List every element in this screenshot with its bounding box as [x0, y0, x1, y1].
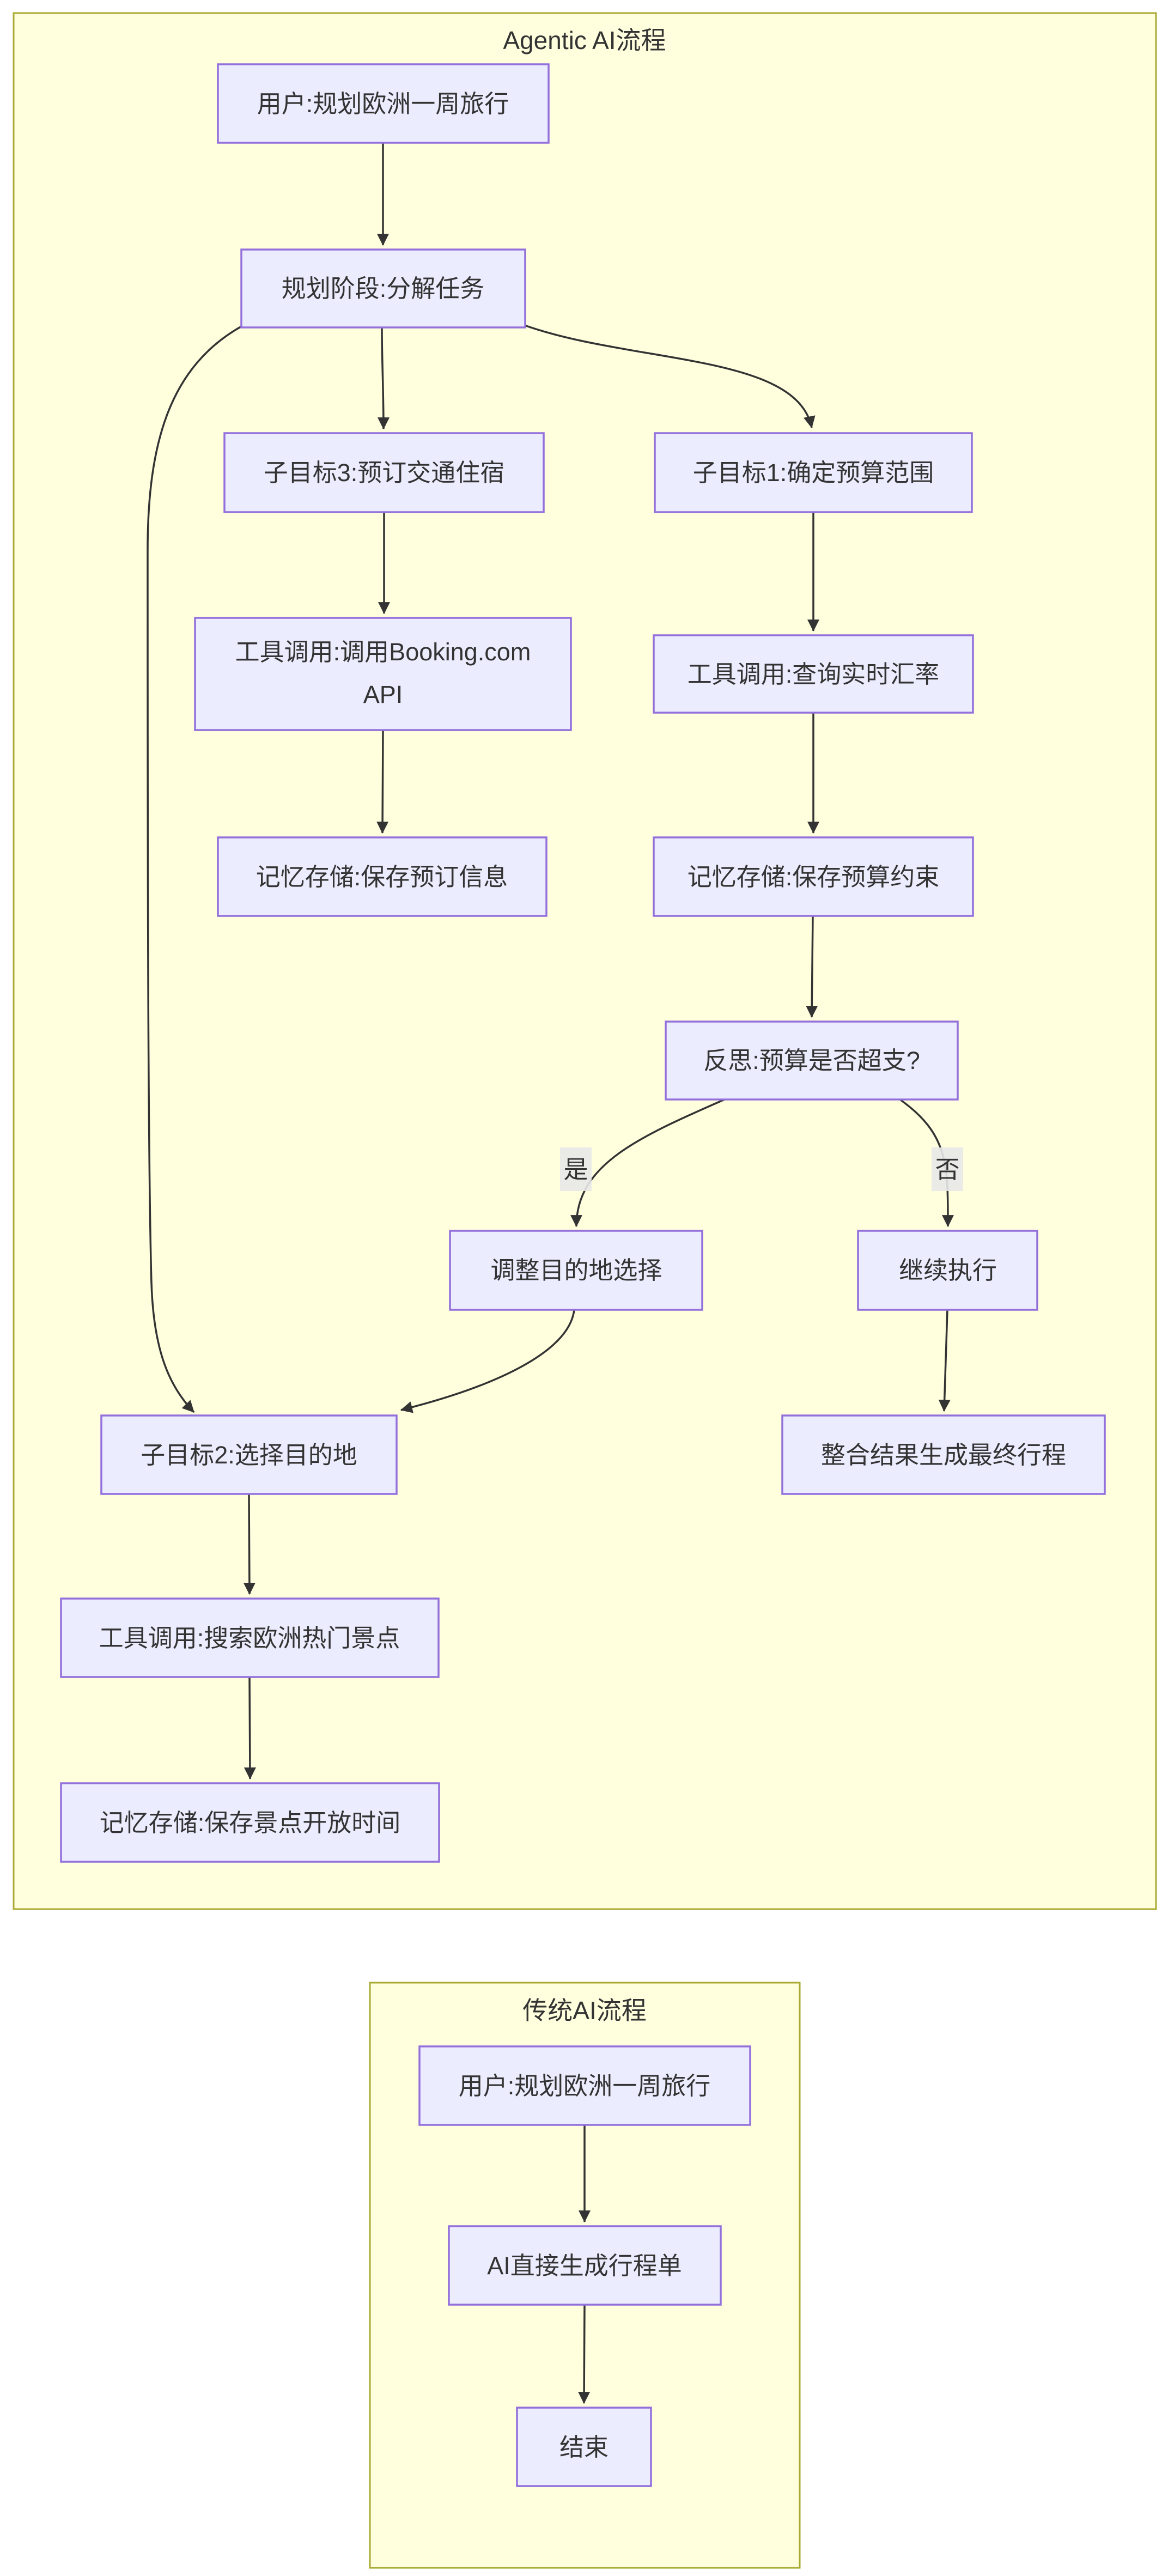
edge-label-no-bg — [932, 1147, 963, 1191]
node-integrate-label: 整合结果生成最终行程 — [821, 1441, 1066, 1469]
node-sub2-label: 子目标2:选择目的地 — [141, 1441, 357, 1469]
node-tool-search-label: 工具调用:搜索欧洲热门景点 — [99, 1624, 400, 1652]
node-sub1-box — [654, 432, 973, 513]
node-tool-booking: 工具调用:调用Booking.com API — [194, 617, 572, 731]
node-mem-budget: 记忆存储:保存预算约束 — [653, 836, 974, 917]
node-mem-booking: 记忆存储:保存预订信息 — [217, 836, 547, 917]
edge-membudget-reflect — [806, 915, 818, 1018]
subgraph-agentic: Agentic AI流程 是 否 用户:规划欧洲一周旅行 — [13, 12, 1157, 1910]
edge-gen-end — [578, 2304, 591, 2404]
node-mem-budget-box — [653, 836, 974, 917]
node-sub1-label: 子目标1:确定预算范围 — [693, 459, 934, 487]
node-user2: 用户:规划欧洲一周旅行 — [418, 2045, 751, 2126]
node-gen-label: AI直接生成行程单 — [487, 2252, 682, 2280]
edge-plan-sub1 — [522, 324, 816, 429]
edge-label-yes: 是 — [560, 1147, 592, 1191]
node-plan-box — [240, 248, 526, 329]
node-continue: 继续执行 — [857, 1230, 1038, 1311]
node-mem-hours: 记忆存储:保存景点开放时间 — [60, 1782, 440, 1863]
node-mem-booking-box — [217, 836, 547, 917]
node-sub3-label: 子目标3:预订交通住宿 — [264, 459, 505, 487]
node-user1-label: 用户:规划欧洲一周旅行 — [257, 90, 509, 118]
edge-label-yes-text: 是 — [563, 1156, 588, 1183]
edge-label-yes-bg — [560, 1147, 592, 1191]
node-tool-fx: 工具调用:查询实时汇率 — [653, 634, 974, 714]
node-user1-box — [217, 63, 550, 144]
subgraph-traditional-title: 传统AI流程 — [522, 1996, 646, 2025]
node-tool-booking-line1: 工具调用:调用Booking.com — [235, 638, 531, 666]
node-end: 结束 — [516, 2407, 652, 2487]
node-integrate-box — [781, 1414, 1106, 1495]
node-adjust-box — [449, 1230, 703, 1311]
node-plan-label: 规划阶段:分解任务 — [282, 275, 485, 302]
subgraph-agentic-box — [13, 12, 1157, 1910]
node-user2-label: 用户:规划欧洲一周旅行 — [459, 2072, 711, 2100]
edge-label-no: 否 — [932, 1147, 963, 1191]
node-user2-box — [418, 2045, 751, 2126]
edge-continue-integrate — [938, 1309, 951, 1412]
edge-sub2-toolsearch — [243, 1493, 255, 1595]
node-adjust: 调整目的地选择 — [449, 1230, 703, 1311]
node-gen: AI直接生成行程单 — [448, 2225, 722, 2306]
node-integrate: 整合结果生成最终行程 — [781, 1414, 1106, 1495]
edge-adjust-sub2 — [400, 1309, 575, 1413]
node-plan: 规划阶段:分解任务 — [240, 248, 526, 329]
node-tool-booking-line2: API — [363, 681, 403, 708]
edge-reflect-adjust — [570, 1098, 725, 1228]
node-sub3-box — [223, 432, 545, 513]
node-continue-box — [857, 1230, 1038, 1311]
node-sub2: 子目标2:选择目的地 — [100, 1414, 398, 1495]
subgraph-agentic-title: Agentic AI流程 — [503, 26, 666, 54]
node-sub3: 子目标3:预订交通住宿 — [223, 432, 545, 513]
edge-plan-sub3 — [377, 327, 390, 430]
node-continue-label: 继续执行 — [899, 1256, 997, 1284]
node-tool-search-box — [60, 1597, 440, 1678]
node-reflect-box — [665, 1020, 959, 1101]
node-reflect-label: 反思:预算是否超支? — [703, 1047, 920, 1074]
node-adjust-label: 调整目的地选择 — [490, 1256, 662, 1284]
node-reflect: 反思:预算是否超支? — [665, 1020, 959, 1101]
node-end-label: 结束 — [559, 2433, 609, 2461]
edge-toolbooking-membooking — [376, 730, 389, 834]
node-tool-booking-box — [194, 617, 572, 731]
node-tool-search: 工具调用:搜索欧洲热门景点 — [60, 1597, 440, 1678]
subgraph-traditional: 传统AI流程 用户:规划欧洲一周旅行 AI直接生成行程单 结束 — [369, 1982, 801, 2569]
node-sub2-box — [100, 1414, 398, 1495]
edge-label-no-text: 否 — [935, 1156, 959, 1183]
node-mem-budget-label: 记忆存储:保存预算约束 — [688, 863, 940, 891]
node-user1: 用户:规划欧洲一周旅行 — [217, 63, 550, 144]
node-mem-hours-label: 记忆存储:保存景点开放时间 — [100, 1809, 401, 1837]
node-tool-fx-box — [653, 634, 974, 714]
node-sub1: 子目标1:确定预算范围 — [654, 432, 973, 513]
node-mem-booking-label: 记忆存储:保存预订信息 — [256, 863, 508, 891]
node-tool-fx-label: 工具调用:查询实时汇率 — [688, 660, 940, 688]
edge-plan-sub2 — [147, 325, 243, 1413]
node-mem-hours-box — [60, 1782, 440, 1863]
node-gen-box — [448, 2225, 722, 2306]
node-end-box — [516, 2407, 652, 2487]
